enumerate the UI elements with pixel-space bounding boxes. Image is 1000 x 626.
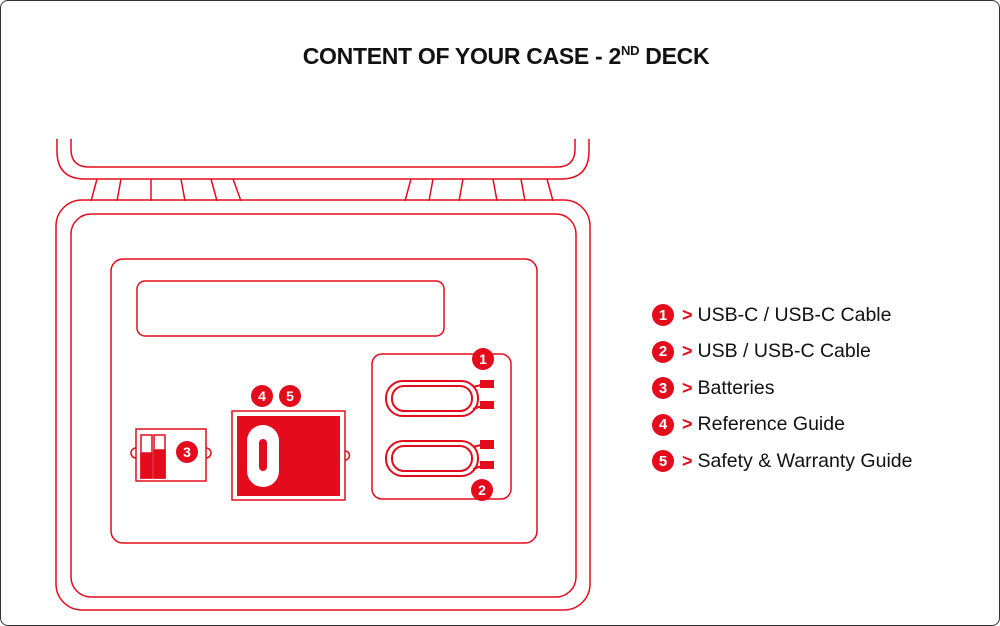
case-lid bbox=[56, 139, 590, 180]
usb-c-cable-icon bbox=[385, 380, 494, 417]
guide-compartment bbox=[231, 410, 351, 501]
callout-2-label: 2 bbox=[478, 482, 486, 498]
legend-item: 2 >USB / USB-C Cable bbox=[652, 334, 912, 371]
callout-4-label: 4 bbox=[258, 388, 266, 404]
callout-5 bbox=[279, 385, 301, 407]
battery-compartment bbox=[130, 428, 212, 482]
title-superscript: ND bbox=[621, 43, 640, 58]
number-badge-icon: 1 bbox=[652, 304, 674, 327]
legend-label: USB / USB-C Cable bbox=[697, 340, 871, 363]
cable-compartment bbox=[371, 353, 512, 500]
legend-item: 5 >Safety & Warranty Guide bbox=[652, 443, 912, 480]
title-suffix: DECK bbox=[639, 43, 710, 69]
chevron-right-icon: > bbox=[682, 414, 693, 435]
contents-legend: 1>USB-C / USB-C Cable 2>USB / USB-C Cabl… bbox=[652, 297, 912, 480]
callout-3 bbox=[176, 441, 198, 463]
legend-label: Batteries bbox=[697, 376, 775, 399]
usb-cable-icon bbox=[385, 440, 494, 477]
case-body-outer bbox=[55, 199, 591, 611]
legend-item: 3 >Batteries bbox=[652, 370, 912, 407]
tray-slot bbox=[136, 280, 445, 337]
chevron-right-icon: > bbox=[682, 450, 693, 471]
legend-label: Reference Guide bbox=[697, 413, 845, 436]
chevron-right-icon: > bbox=[682, 341, 693, 362]
legend-item: 1 >USB-C / USB-C Cable bbox=[652, 297, 912, 334]
callout-2 bbox=[471, 479, 493, 501]
number-badge-icon: 3 bbox=[652, 377, 674, 400]
legend-label: Safety & Warranty Guide bbox=[697, 449, 913, 472]
page-title: CONTENT OF YOUR CASE - 2ND DECK bbox=[1, 43, 999, 70]
number-badge-icon: 5 bbox=[652, 450, 674, 473]
callout-4 bbox=[251, 385, 273, 407]
callout-1 bbox=[472, 348, 494, 370]
callout-5-label: 5 bbox=[286, 388, 294, 404]
deck-tray bbox=[110, 258, 538, 544]
chevron-right-icon: > bbox=[682, 304, 693, 325]
legend-item: 4 >Reference Guide bbox=[652, 407, 912, 444]
callout-3-label: 3 bbox=[183, 444, 191, 460]
case-body-inner bbox=[70, 213, 577, 598]
title-text: CONTENT OF YOUR CASE - 2 bbox=[302, 43, 622, 69]
callout-1-label: 1 bbox=[479, 351, 487, 367]
callout-badges: 1 2 3 4 5 bbox=[176, 348, 494, 501]
number-badge-icon: 4 bbox=[652, 413, 674, 436]
legend-label: USB-C / USB-C Cable bbox=[697, 303, 892, 326]
number-badge-icon: 2 bbox=[652, 340, 674, 363]
chevron-right-icon: > bbox=[682, 377, 693, 398]
case-hinges bbox=[90, 178, 554, 202]
